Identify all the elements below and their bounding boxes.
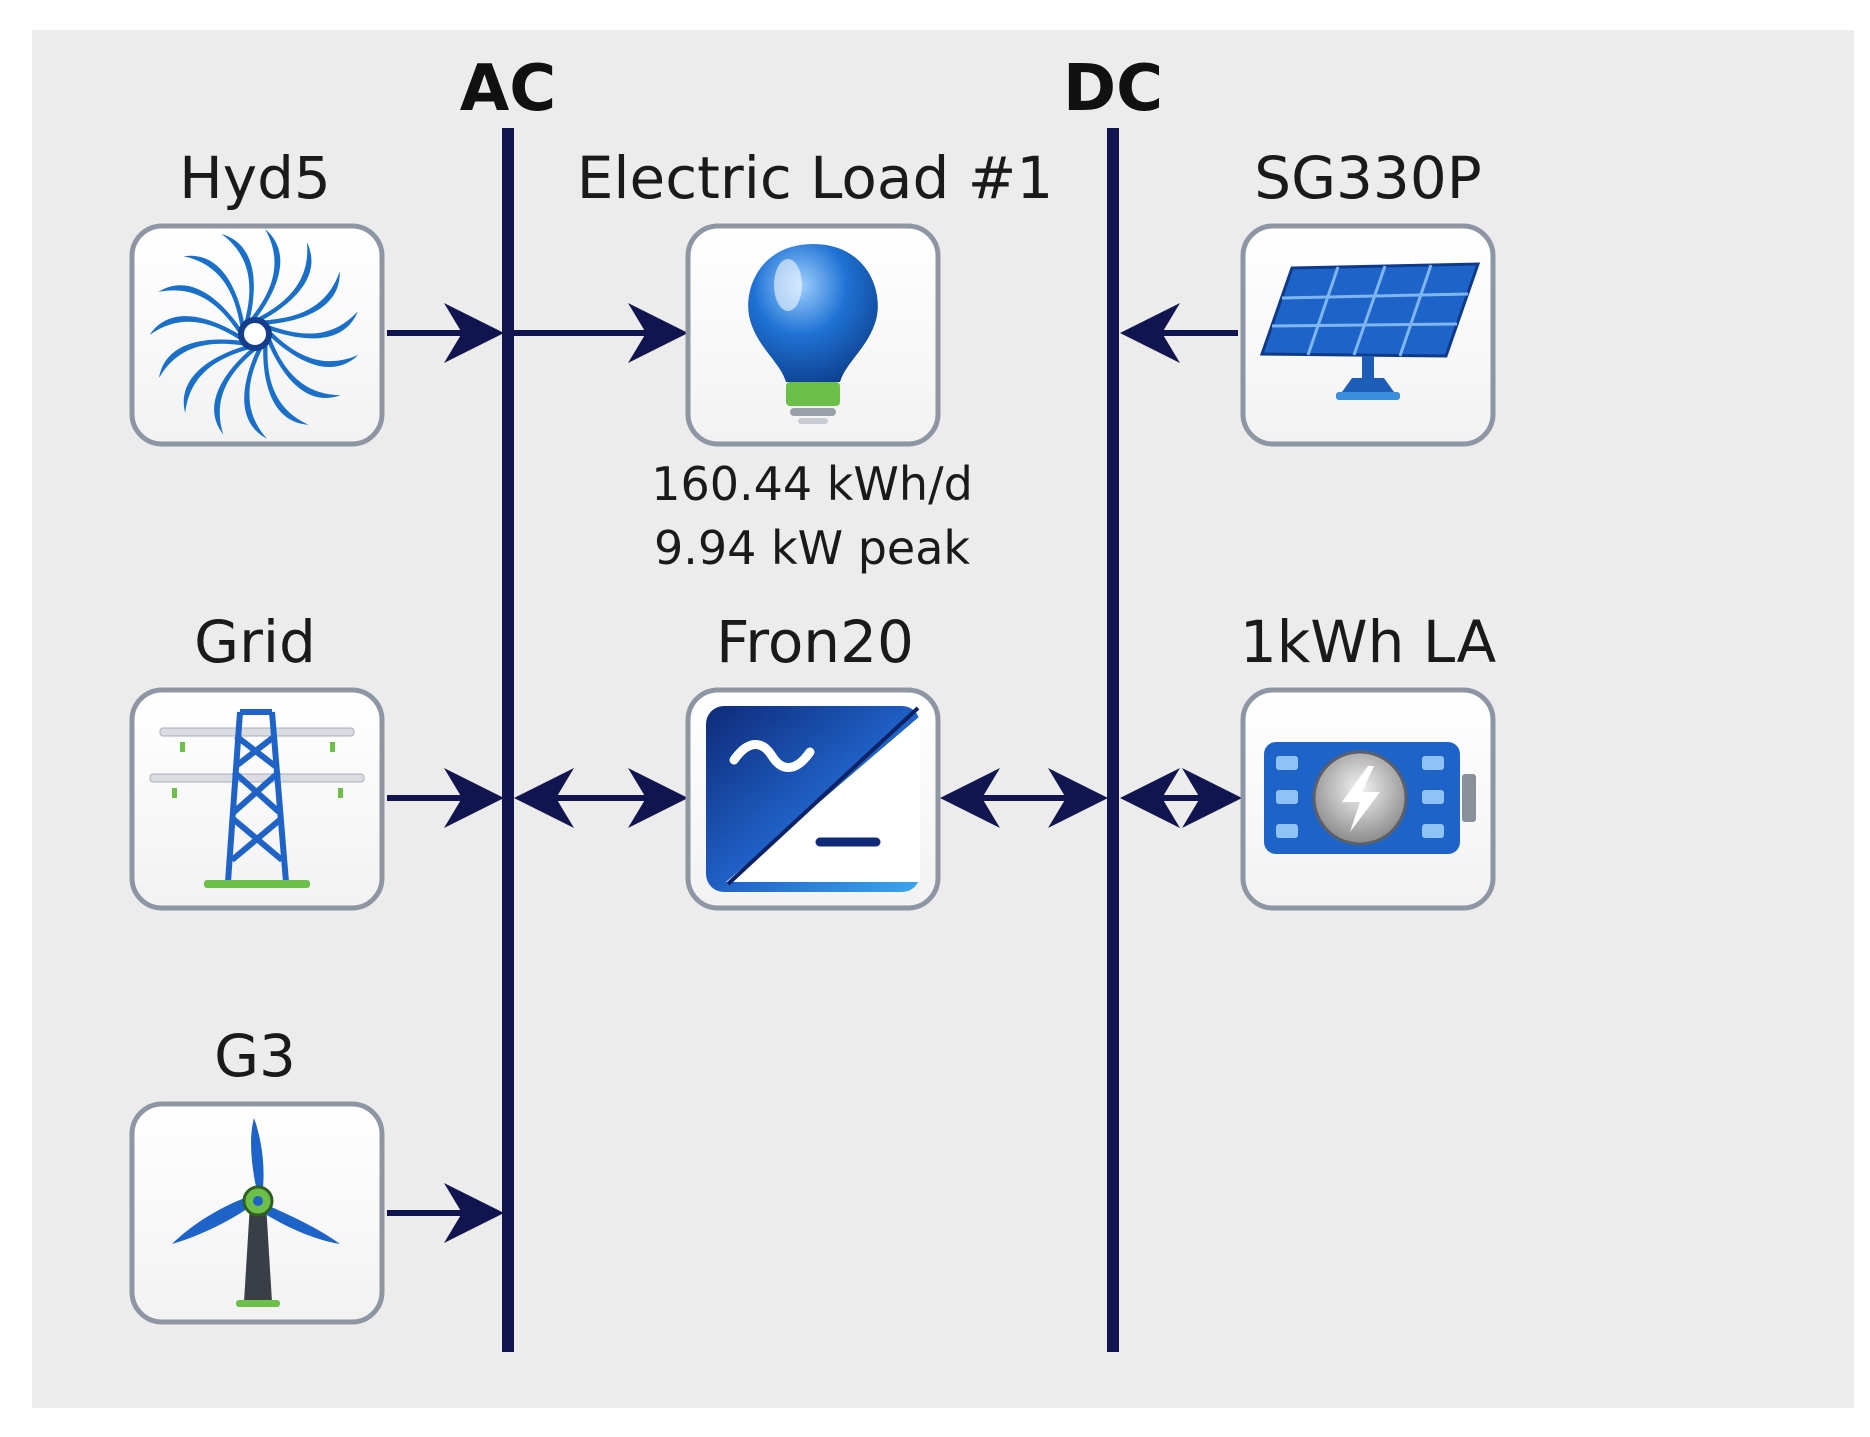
battery-label: 1kWh LA	[1240, 608, 1497, 676]
converter-label: Fron20	[716, 608, 914, 676]
load-label: Electric Load #1	[577, 144, 1053, 212]
solar-panel-icon	[1259, 262, 1481, 400]
hydro-tile[interactable]	[129, 223, 385, 447]
load-energy-text: 160.44 kWh/d	[651, 457, 973, 511]
hydro-label: Hyd5	[179, 144, 331, 212]
dc-bus-label: DC	[1063, 52, 1163, 126]
converter-tile[interactable]	[685, 687, 941, 911]
ac-bus-label: AC	[460, 52, 557, 126]
wind-turbine-icon	[172, 1118, 340, 1307]
battery-tile[interactable]	[1240, 687, 1496, 911]
grid-tile[interactable]	[129, 687, 385, 911]
battery-icon	[1264, 742, 1476, 854]
wind-label: G3	[214, 1022, 296, 1090]
ac-dc-converter-icon	[706, 706, 920, 892]
wind-tile[interactable]	[129, 1101, 385, 1325]
transmission-tower-icon	[149, 709, 365, 888]
hydro-turbine-icon	[149, 229, 359, 439]
load-peak-text: 9.94 kW peak	[654, 521, 970, 575]
pv-label: SG330P	[1254, 144, 1481, 212]
light-bulb-icon	[748, 244, 878, 424]
grid-label: Grid	[194, 608, 316, 676]
pv-tile[interactable]	[1240, 223, 1496, 447]
load-tile[interactable]	[685, 223, 941, 447]
